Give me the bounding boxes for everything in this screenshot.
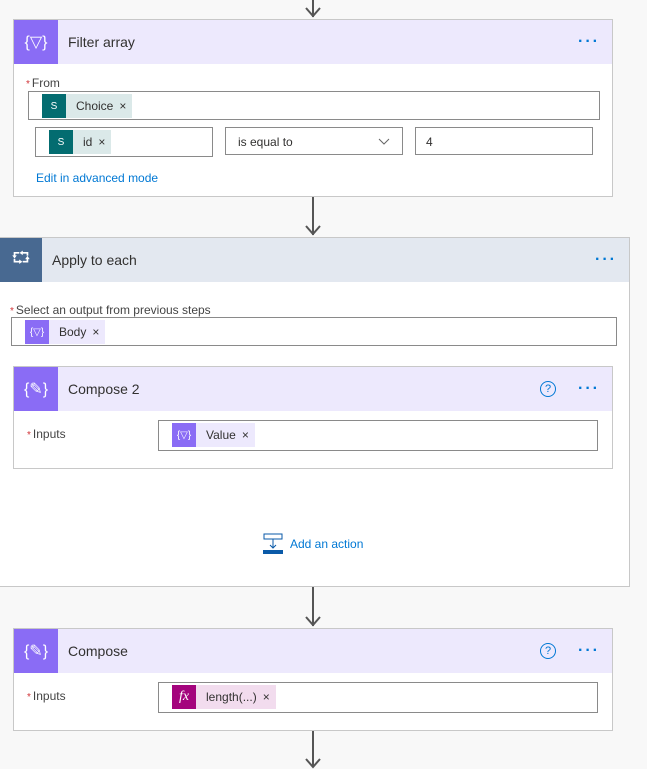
help-icon[interactable]: ?	[540, 381, 557, 397]
loop-icon: ⮔	[0, 238, 42, 282]
card-title: Apply to each	[52, 252, 137, 268]
help-icon[interactable]: ?	[540, 643, 557, 659]
card-title: Compose	[68, 643, 128, 659]
remove-token-button[interactable]: ×	[98, 135, 106, 149]
from-label: *From	[26, 76, 60, 90]
connector-arrow	[303, 587, 323, 628]
compose-icon: {✎}	[14, 629, 58, 673]
function-icon: fx	[172, 685, 196, 709]
add-action-button[interactable]: Add an action	[263, 533, 363, 554]
sharepoint-icon: S	[49, 130, 73, 154]
select-output-input[interactable]: {▽}Body×	[11, 317, 617, 346]
remove-token-button[interactable]: ×	[119, 99, 127, 113]
more-options-button[interactable]: ···	[595, 251, 617, 268]
compose-icon: {✎}	[14, 367, 58, 411]
more-options-button[interactable]: ···	[578, 380, 600, 397]
filter-braces-icon: {▽}	[14, 20, 58, 64]
inputs-field[interactable]: {▽}Value×	[158, 420, 598, 451]
sharepoint-icon: S	[42, 94, 66, 118]
card-title: Compose 2	[68, 381, 140, 397]
more-options-button[interactable]: ···	[578, 642, 600, 659]
token-value: {▽}Value×	[172, 423, 255, 447]
remove-token-button[interactable]: ×	[262, 690, 270, 704]
apply-to-each-header[interactable]: ⮔ Apply to each ···	[0, 238, 629, 282]
condition-operator-select[interactable]: is equal to	[225, 127, 403, 155]
filter-braces-icon: {▽}	[25, 320, 49, 344]
filter-array-header[interactable]: {▽} Filter array ···	[14, 20, 612, 64]
connector-arrow	[303, 0, 323, 19]
condition-value-input[interactable]: 4	[415, 127, 593, 155]
connector-arrow	[303, 731, 323, 769]
select-output-label: *Select an output from previous steps	[10, 303, 211, 317]
compose-header[interactable]: {✎} Compose ? ···	[14, 629, 612, 673]
compose-2-card: {✎} Compose 2 ? ··· *Inputs {▽}Value×	[13, 366, 613, 469]
connector-arrow	[303, 197, 323, 237]
chevron-down-icon	[378, 138, 390, 145]
remove-token-button[interactable]: ×	[92, 325, 100, 339]
inputs-label: *Inputs	[27, 689, 66, 703]
more-options-button[interactable]: ···	[578, 33, 600, 50]
edit-advanced-mode-link[interactable]: Edit in advanced mode	[36, 171, 159, 185]
add-action-icon	[263, 533, 283, 554]
remove-token-button[interactable]: ×	[241, 428, 249, 442]
filter-braces-icon: {▽}	[172, 423, 196, 447]
token-body: {▽}Body×	[25, 320, 106, 344]
card-title: Filter array	[68, 34, 135, 50]
compose-2-header[interactable]: {✎} Compose 2 ? ···	[14, 367, 612, 411]
inputs-label: *Inputs	[27, 427, 66, 441]
